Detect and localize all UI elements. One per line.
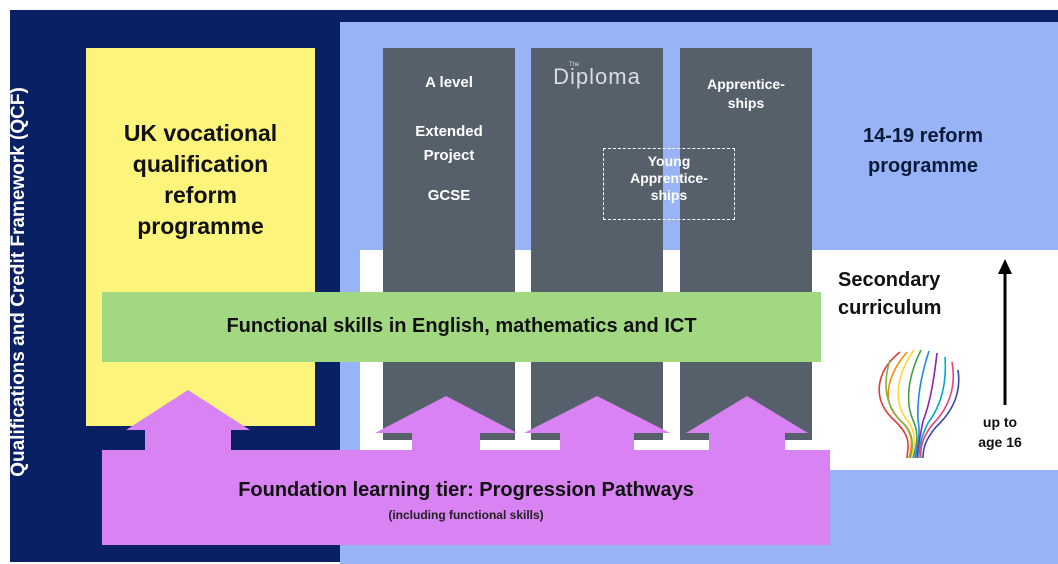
age-line-1: up to [982,414,1018,430]
uk-line-3: reform [164,182,237,208]
secondary-curriculum-icon [878,349,960,459]
diploma-logo-text: Diploma [553,64,641,89]
secondary-line-1: Secondary [838,269,941,291]
arrow-uk [126,390,250,450]
young-apprenticeships-text: Young Apprentice- ships [603,153,735,204]
young-line-2: Apprentice- [630,170,708,186]
age-line-2: age 16 [978,434,1022,450]
extended-project-label: Extended Project [383,120,515,168]
extended-line-1: Extended [415,123,483,140]
young-line-1: Young [647,153,691,169]
functional-skills-bar [102,292,821,362]
arrow-col3 [686,396,808,450]
column-diploma [531,48,663,440]
foundation-arrows [126,390,808,450]
foundation-bar [102,450,830,545]
uk-line-4: programme [137,213,264,239]
young-line-3: ships [650,187,688,203]
age-label: up to age 16 [965,412,1035,452]
functional-skills-text: Functional skills in English, mathematic… [226,315,697,337]
arrow-col2 [524,396,670,450]
apprenticeships-line-1: Apprentice- [707,76,785,92]
a-level-label: A level [425,74,473,91]
age-arrow-icon [998,259,1012,405]
extended-line-2: Project [423,147,475,164]
arrow-col1 [375,396,517,450]
column-apprenticeships [680,48,812,440]
reform-line-2: programme [867,155,979,177]
gcse-label: GCSE [427,187,471,204]
uk-vocational-box [86,48,315,426]
diploma-prefix: The [569,62,580,68]
secondary-curriculum-text: Secondary curriculum [838,266,968,322]
uk-line-2: qualification [132,151,269,177]
reform-programme-text: 14-19 reform programme [823,121,1023,181]
foundation-title: Foundation learning tier: Progression Pa… [238,479,694,501]
young-apprenticeships-box [603,148,735,220]
reform-line-1: 14-19 reform [862,125,984,147]
apprenticeships-label: Apprentice- ships [680,75,812,113]
column-a-level [383,48,515,440]
foundation-subtitle: (including functional skills) [388,508,544,522]
apprenticeships-line-2: ships [727,95,765,111]
secondary-line-2: curriculum [838,297,942,319]
uk-vocational-text: UK vocational qualification reform progr… [86,118,315,242]
uk-line-1: UK vocational [123,120,278,146]
